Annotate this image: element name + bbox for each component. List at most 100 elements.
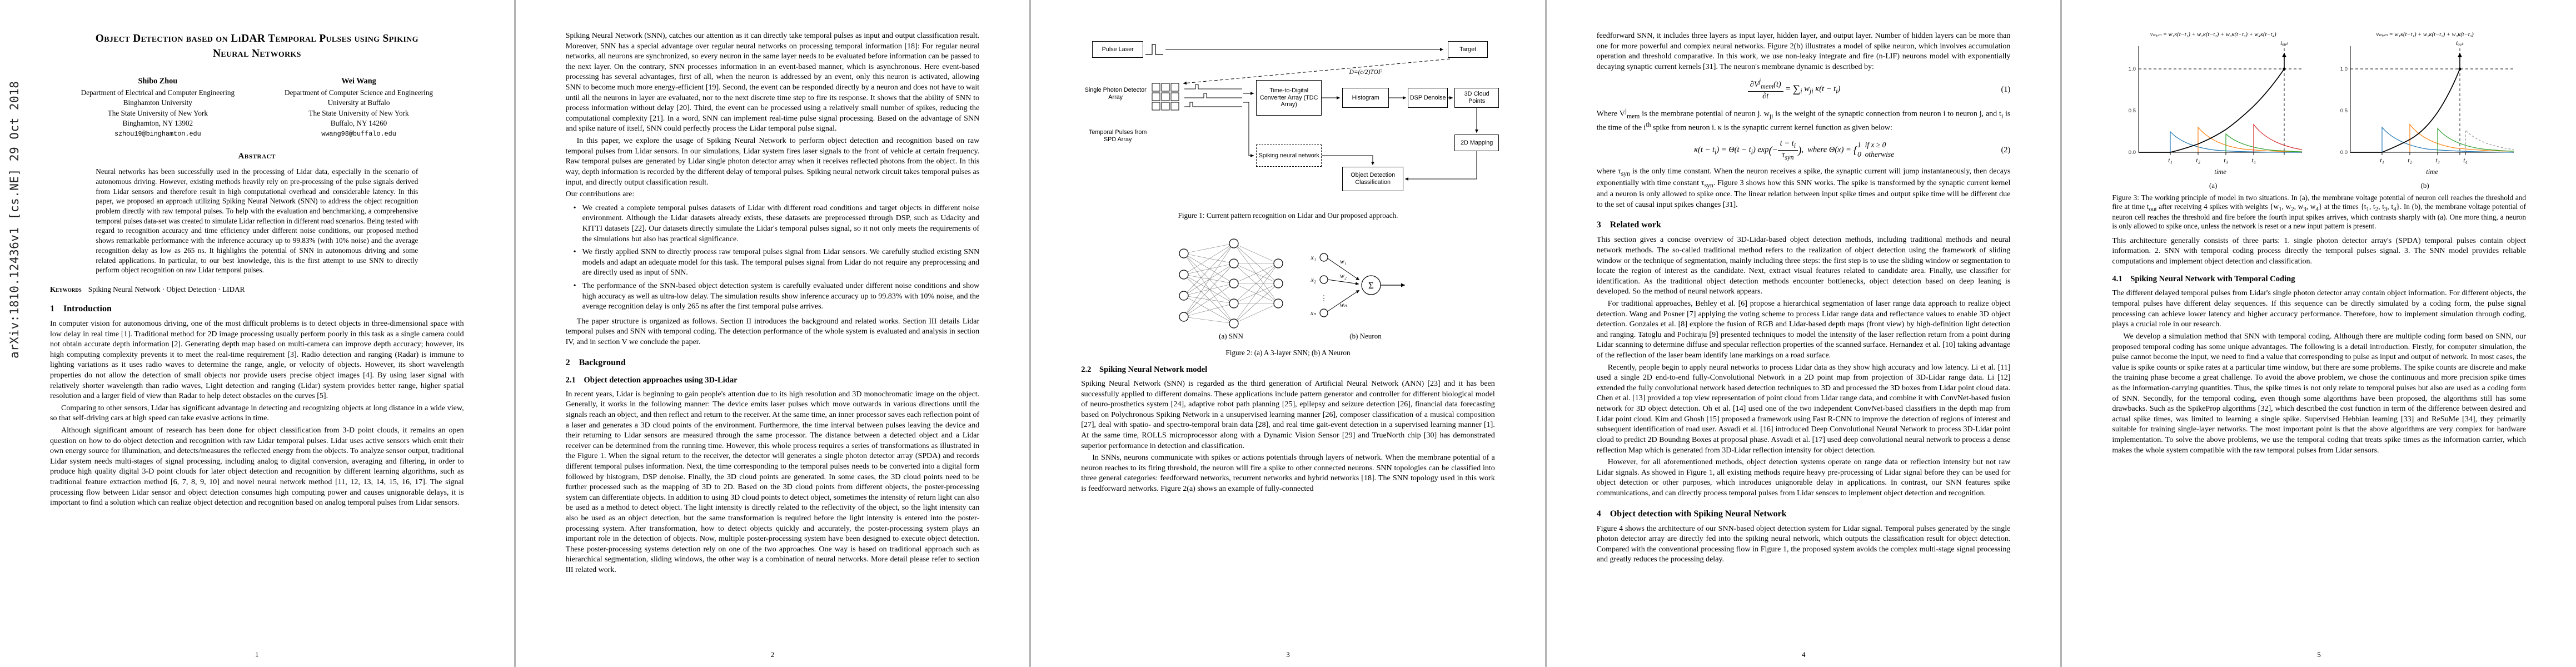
section-4-heading: 4 Object detection with Spiking Neural N… xyxy=(1596,509,1787,519)
author-email: szhou19@binghamton.edu xyxy=(114,130,201,138)
object-detection-box: Object Detection Classification xyxy=(1342,167,1404,191)
snn-box: Spiking neural network xyxy=(1256,145,1322,167)
body-paragraph: In this paper, we explore the usage of S… xyxy=(565,137,980,187)
sum-symbol: Σ xyxy=(1369,280,1374,291)
figure-2-caption: Figure 2: (a) A 3-layer SNN; (b) A Neuro… xyxy=(1225,349,1351,357)
paper-title: Object Detection based on LiDAR Temporal… xyxy=(95,33,418,60)
x-axis-label: time xyxy=(2426,168,2438,176)
input-label: xₙ xyxy=(1310,309,1316,317)
weight-label: w₂ xyxy=(1341,273,1347,280)
y-tick: 1.0 xyxy=(2340,66,2347,72)
body-paragraph: where τsyn is the only time constant. Wh… xyxy=(1596,167,2011,209)
input-label: x₁ xyxy=(1311,253,1317,261)
figure-3b-label: (b) xyxy=(2420,181,2429,190)
pulse-laser-box: Pulse Laser xyxy=(1092,41,1144,58)
page-3: Pulse Laser Target Single Photon Detecto… xyxy=(1031,0,1545,667)
membrane-voltage-curve xyxy=(2138,68,2285,153)
contribution-item: We created a complete temporal pulses da… xyxy=(574,203,980,245)
equation-1-body: ∂Vjmem(t)∂t = ∑i wji κ(t − ti) xyxy=(1597,77,1992,101)
author-email: wwang98@buffalo.edu xyxy=(321,130,396,138)
temporal-pulses-icon xyxy=(1184,84,1243,107)
author-list: Shibo Zhou Department of Electrical and … xyxy=(50,76,464,139)
reflected-beam-arrow xyxy=(1183,58,1451,85)
equation-1-number: (1) xyxy=(2001,84,2011,94)
author-affiliation-line: The State University of New York xyxy=(308,108,409,117)
x-ticks xyxy=(2170,152,2285,155)
page-2: Spiking Neural Network (SNN), catches ou… xyxy=(515,0,1030,667)
figure-1-connections xyxy=(1145,44,1479,181)
tick-label: t₃ xyxy=(2435,156,2440,164)
section-1-heading: 1 Introduction xyxy=(50,303,112,313)
equation-1: ∂Vjmem(t)∂t = ∑i wji κ(t − ti) (1) xyxy=(1597,77,2011,101)
tick-label: t₁ xyxy=(2380,156,2384,164)
body-paragraph: We develop a simulation method that SNN … xyxy=(2112,332,2526,455)
section-2-heading: 2 Background xyxy=(565,357,626,367)
author-affiliation-line: Buffalo, NY 14260 xyxy=(330,118,387,127)
snn-neurons xyxy=(1179,238,1284,328)
equation-2-number: (2) xyxy=(2001,145,2011,155)
figure-3: vₘₑₘ = w₁κ(t−t₁) + w₂κ(t−t₂) + w₃κ(t−t₃)… xyxy=(2112,31,2526,190)
y-tick: 0.5 xyxy=(2128,108,2135,114)
y-tick: 0.0 xyxy=(2340,150,2347,156)
y-tick: 0.0 xyxy=(2128,150,2135,156)
body-paragraph: Spiking Neural Network (SNN), catches ou… xyxy=(565,32,980,133)
target-box: Target xyxy=(1448,41,1488,58)
body-paragraph: The different delayed temporal pulses fr… xyxy=(2112,289,2526,329)
author-name: Wei Wang xyxy=(341,76,376,86)
figure-2-diagram: x₁ x₂ xₙ ⋮ w₁ w₂ wₙ Σ (a) SNN (b) Neuron xyxy=(1081,227,1495,345)
body-paragraph: Spiking Neural Network (SNN) is regarded… xyxy=(1081,380,1495,450)
figure-2-svg: x₁ x₂ xₙ ⋮ w₁ w₂ wₙ Σ (a) SNN (b) Neuron xyxy=(1179,238,1406,340)
weight-label: wₙ xyxy=(1340,302,1347,308)
page-number: 4 xyxy=(1801,650,1806,659)
section-2-1-heading: 2.1 Object detection approaches using 3D… xyxy=(565,375,738,385)
body-paragraph: In recent years, Lidar is beginning to g… xyxy=(565,390,980,575)
figure-3-plot-b: vₘₑₘ = w₁κ(t−t₁) + w₂κ(t−t₂) + w₃κ(t−t₃) xyxy=(2329,31,2521,190)
plot-a-formula: vₘₑₘ = w₁κ(t−t₁) + w₂κ(t−t₂) + w₃κ(t−t₃)… xyxy=(2150,32,2276,38)
author-name: Shibo Zhou xyxy=(138,76,178,86)
tick-label: t₄ xyxy=(2463,156,2468,164)
neuron-model: x₁ x₂ xₙ ⋮ w₁ w₂ wₙ Σ xyxy=(1310,253,1406,317)
section-4-1-heading: 4.1 Spiking Neural Network with Temporal… xyxy=(2112,275,2295,284)
dsp-denoise-box: DSP Denoise xyxy=(1408,88,1448,108)
spd-array-label: Single Photon Detector Array xyxy=(1084,87,1147,101)
cloud-points-box: 3D Cloud Points xyxy=(1454,88,1499,108)
plot-a-axes: t₁ t₂ t₃ t₄ tₒᵤₜ 1.0 0.5 0.0 time xyxy=(2128,39,2302,176)
body-paragraph: Figure 4 shows the architecture of our S… xyxy=(1596,524,2011,564)
page-5: vₘₑₘ = w₁κ(t−t₁) + w₂κ(t−t₂) + w₃κ(t−t₃)… xyxy=(2062,0,2576,667)
figure-2a-label: (a) SNN xyxy=(1219,332,1244,340)
laser-pulse-icon xyxy=(1145,44,1164,55)
author-block-wei-wang: Wei Wang Department of Computer Science … xyxy=(285,76,433,139)
keywords-list: Spiking Neural Network · Object Detectio… xyxy=(88,285,245,293)
page-number: 5 xyxy=(2317,650,2321,659)
tout-label: tₒᵤₜ xyxy=(2280,39,2288,47)
author-affiliation-line: Department of Electrical and Computer En… xyxy=(81,88,235,97)
snn-edges-input-hidden xyxy=(1184,243,1234,324)
keywords-label: Keywords xyxy=(50,285,82,293)
synaptic-current-curves xyxy=(2170,123,2302,153)
body-paragraph: Where Vjmem is the membrane potential of… xyxy=(1596,107,2011,132)
distance-formula-label: D=(c/2)TOF xyxy=(1349,69,1382,76)
author-block-shibo-zhou: Shibo Zhou Department of Electrical and … xyxy=(81,76,235,139)
page-1: arXiv:1810.12436v1 [cs.NE] 29 Oct 2018 O… xyxy=(0,0,514,667)
section-2-2-heading: 2.2 Spiking Neural Network model xyxy=(1081,365,1208,374)
contribution-item: The performance of the SNN-based object … xyxy=(574,281,980,312)
tout-label: tₒᵤₜ xyxy=(2456,39,2464,47)
page-number: 3 xyxy=(1286,650,1290,659)
x-ticks xyxy=(2381,152,2466,155)
mapping-to-detection-arrow xyxy=(1405,151,1477,181)
figure-1-diagram: Pulse Laser Target Single Photon Detecto… xyxy=(1081,33,1502,207)
snn-to-detection-arrow xyxy=(1322,155,1375,165)
page-number: 2 xyxy=(770,650,775,659)
section-3-heading: 3 Related work xyxy=(1596,220,1661,230)
figure-2b-label: (b) Neuron xyxy=(1350,332,1382,340)
abstract-heading: Abstract xyxy=(238,152,276,161)
figure-3-plot-a: vₘₑₘ = w₁κ(t−t₁) + w₂κ(t−t₂) + w₃κ(t−t₃)… xyxy=(2117,31,2309,190)
body-paragraph: Although significant amount of research … xyxy=(50,426,464,507)
body-paragraph: Comparing to other sensors, Lidar has si… xyxy=(50,404,464,423)
tick-label: t₄ xyxy=(2251,156,2256,164)
synaptic-current-curves xyxy=(2381,123,2514,153)
tick-label: t₂ xyxy=(2408,156,2412,164)
